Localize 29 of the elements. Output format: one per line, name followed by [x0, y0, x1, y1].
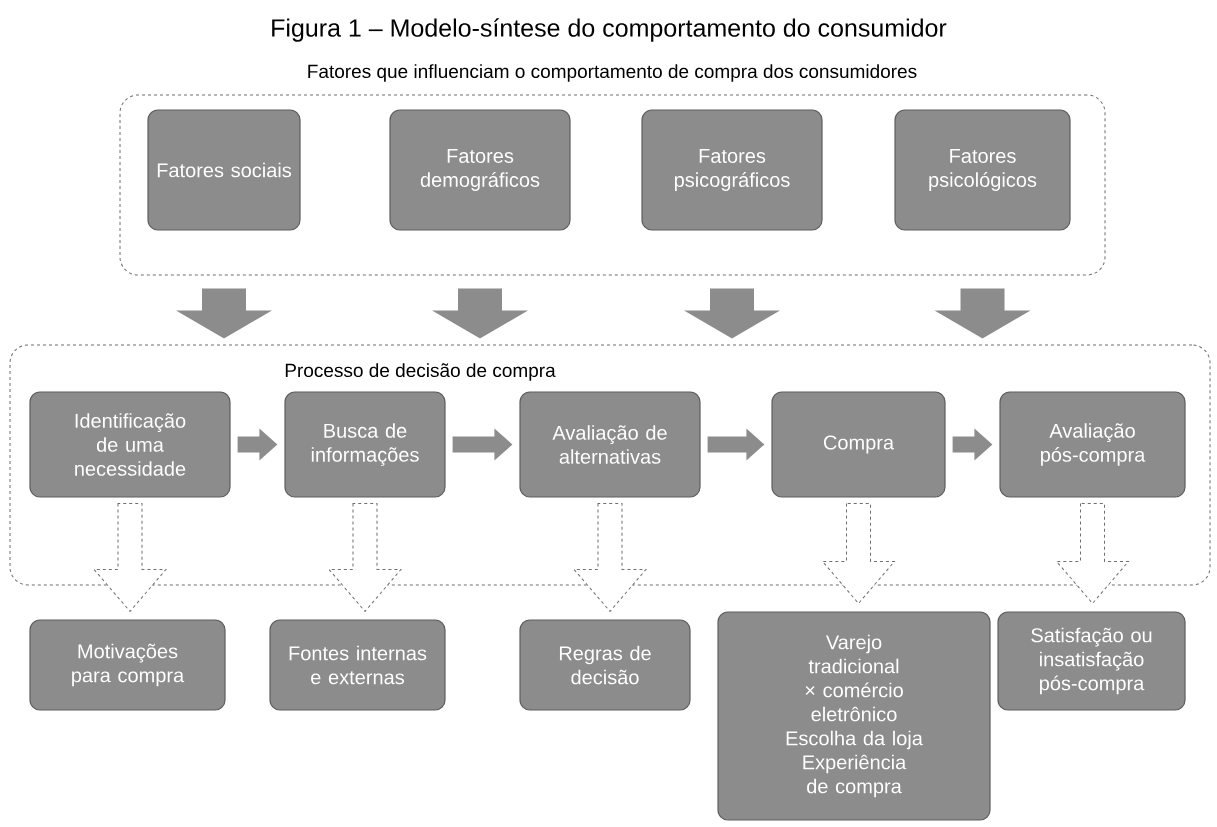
outcome-box: Satisfação ou insatisfação pós-compra: [997, 611, 1186, 711]
outcome-box: Fontes internas e externas: [269, 619, 446, 711]
block-arrow: [707, 428, 765, 461]
block-arrow: [237, 428, 278, 461]
outcome-box: Regras de decisão: [519, 619, 691, 711]
process-box: Busca de informações: [284, 391, 446, 498]
block-arrow: [432, 288, 528, 339]
block-arrow: [684, 288, 780, 339]
dashed-arrow: [822, 503, 895, 604]
factor-box: Fatores psicográficos: [641, 109, 823, 231]
factor-box: Fatores psicológicos: [894, 109, 1071, 231]
outcome-box: Varejo tradicional × comércio eletrônico Escolha da loja Experiência de compra: [717, 611, 991, 821]
block-arrow: [934, 288, 1031, 339]
process-box: Avaliação de alternativas: [519, 391, 701, 498]
block-arrow: [952, 428, 993, 461]
node-label: Fatores que influenciam o comportamento de compra dos consumidores: [308, 64, 917, 82]
block-arrow: [176, 288, 272, 339]
outcome-box: Motivações para compra: [29, 619, 226, 711]
dashed-arrow: [573, 503, 647, 612]
factor-box: Fatores sociais: [147, 109, 301, 231]
dashed-arrow: [328, 503, 402, 612]
block-arrow: [452, 428, 513, 461]
process-box: Avaliação pós-compra: [999, 391, 1186, 498]
dashed-arrow: [93, 503, 167, 612]
process-box: Identificação de uma necessidade: [29, 391, 231, 498]
process-box: Compra: [771, 391, 946, 498]
factor-box: Fatores demográficos: [389, 109, 571, 231]
title: Figura 1 – Modelo-síntese do comportamento do consumidor: [272, 18, 947, 42]
dashed-arrow: [1056, 503, 1129, 604]
